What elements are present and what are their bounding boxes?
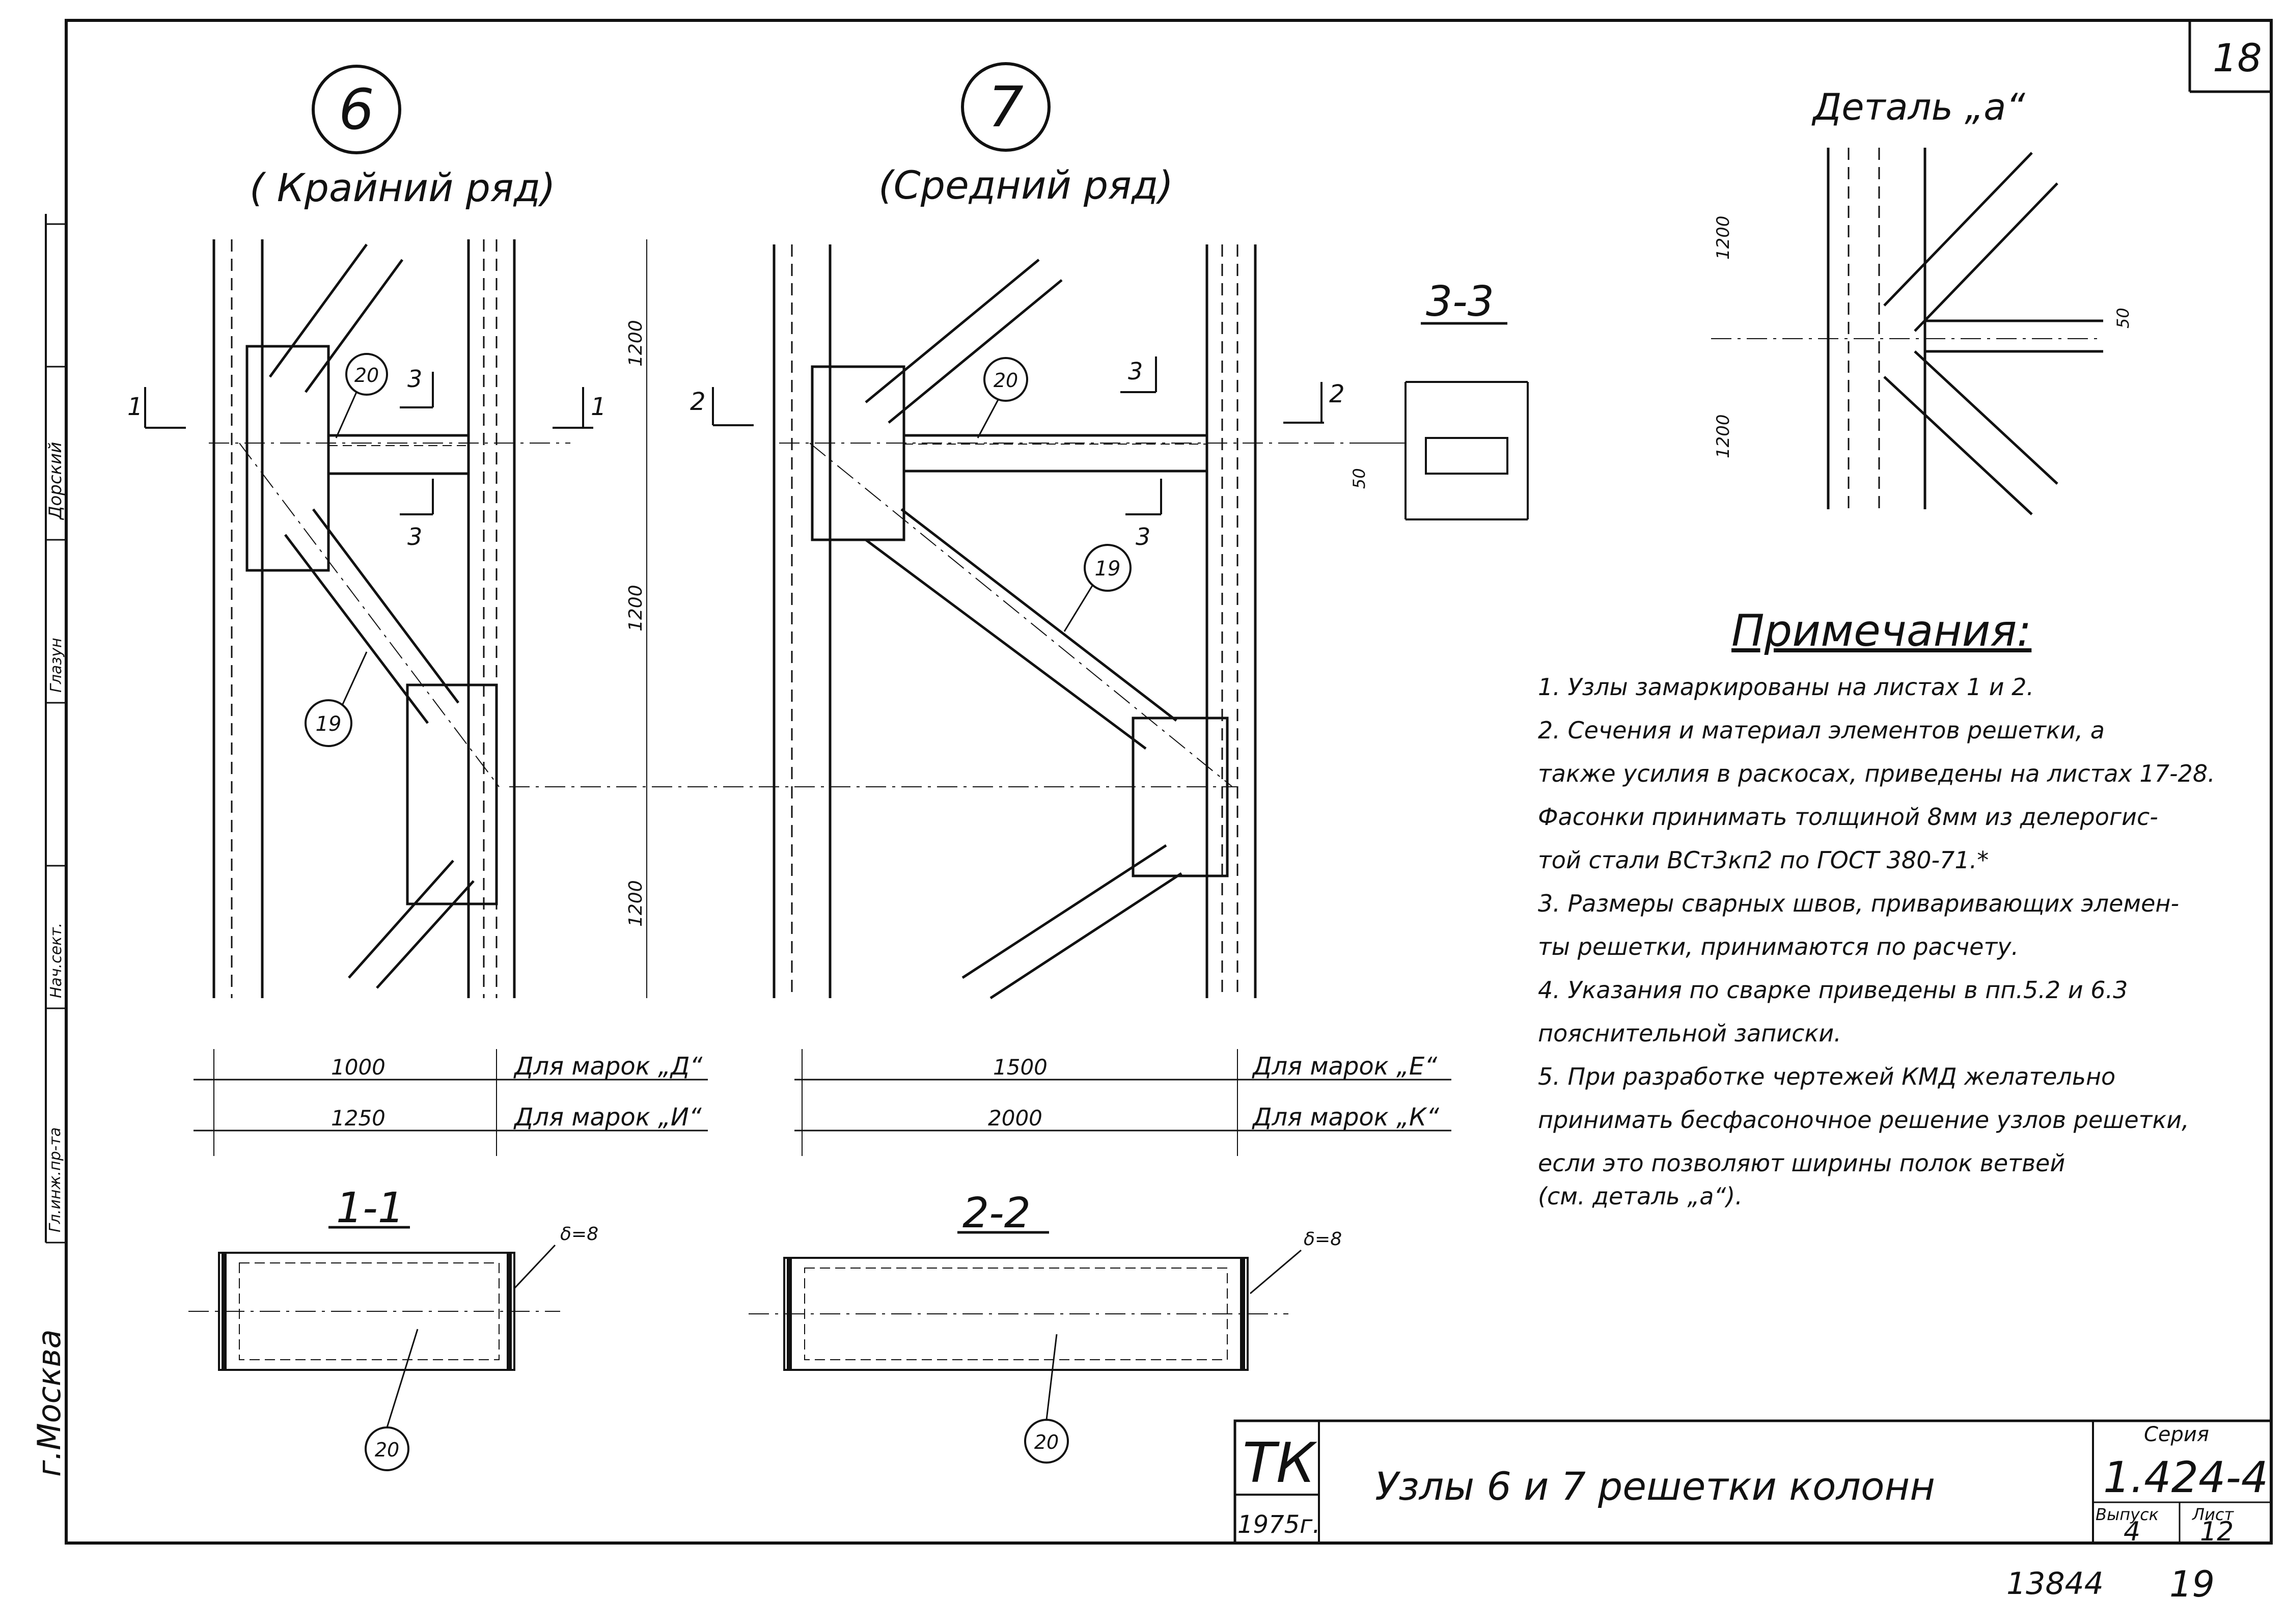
tb-sheet: 12 <box>2200 1517 2234 1547</box>
dim-label-marks-I: Для марок „И“ <box>513 1103 702 1132</box>
gusset-plate-lower <box>406 683 498 905</box>
detail-a: Деталь „а“ 1200 1200 50 <box>1711 86 2133 515</box>
tb-title: Узлы 6 и 7 решетки колонн <box>1375 1464 1935 1509</box>
note-line-3: также усилия в раскосах, приведены на ли… <box>1538 760 2215 787</box>
note-line-9: пояснительной записки. <box>1538 1020 1841 1047</box>
node-7-number: 7 <box>988 74 1024 140</box>
cut-3-top-7: 3 <box>1128 357 1143 385</box>
tb-issue-label: Выпуск <box>2096 1505 2159 1524</box>
dim-label-marks-K: Для марок „К“ <box>1252 1103 1440 1132</box>
section-3-3: 3-3 50 <box>1349 278 1529 520</box>
cut-3-bottom-7: 3 <box>1136 523 1150 550</box>
tb-sheet-label: Лист <box>2192 1505 2234 1524</box>
stamp-text-2: Глазун <box>47 638 65 693</box>
bottom-number-1: 13844 <box>2006 1566 2104 1602</box>
gusset-plate-upper <box>245 345 330 572</box>
section-2-2-callout: 20 <box>1034 1431 1059 1453</box>
section-3-3-dim: 50 <box>1349 468 1369 489</box>
dim-label-marks-D: Для марок „Д“ <box>513 1052 703 1081</box>
note-line-13: (см. деталь „а“). <box>1538 1182 1743 1210</box>
dim-value-1500: 1500 <box>993 1055 1048 1080</box>
node-6-caption: ( Крайний ряд) <box>250 165 556 210</box>
note-line-1: 1. Узлы замаркированы на листах 1 и 2. <box>1538 673 2034 701</box>
node-7: 7 (Средний ряд) 20 19 <box>509 62 1375 1000</box>
detail-dim-1: 1200 <box>1713 215 1733 260</box>
sheet-frame <box>65 19 2273 1545</box>
gusset-plate-upper-7 <box>811 365 905 541</box>
tb-org: ТК <box>1243 1432 1317 1495</box>
stamp-text-4: Гл.инж.пр-та <box>46 1127 64 1232</box>
node-6-number: 6 <box>339 77 374 142</box>
tb-issue: 4 <box>2124 1517 2140 1547</box>
gusset-plate-lower-7 <box>1132 717 1229 877</box>
cut-3-top: 3 <box>407 365 422 393</box>
detail-dim-3: 50 <box>2113 308 2133 328</box>
title-block: ТК 1975г. Узлы 6 и 7 решетки колонн Сери… <box>1233 1419 2273 1547</box>
callout-20-node6: 20 <box>354 364 379 387</box>
section-1-1-title: 1-1 <box>336 1184 404 1232</box>
callout-19-node7: 19 <box>1095 557 1121 581</box>
callout-19-node6: 19 <box>316 712 342 736</box>
note-line-8: 4. Указания по сварке приведены в пп.5.2… <box>1538 976 2128 1004</box>
section-2-2-delta: δ=8 <box>1304 1229 1342 1250</box>
bottom-number-2: 19 <box>2169 1563 2215 1605</box>
section-2-2-title: 2-2 <box>962 1189 1031 1237</box>
note-line-4: Фасонки принимать толщиной 8мм из делеро… <box>1538 803 2158 831</box>
dim-value-1000: 1000 <box>331 1055 385 1080</box>
height-dim-3: 1200 <box>625 880 646 927</box>
stamp-text-1: Дорский <box>45 442 66 520</box>
section-1-1-delta: δ=8 <box>560 1224 598 1245</box>
node-6-marker <box>312 65 401 154</box>
note-line-2: 2. Сечения и материал элементов решетки,… <box>1538 717 2105 744</box>
note-line-7: ты решетки, принимаются по расчету. <box>1538 933 2019 960</box>
sheet-corner-number: 18 <box>2213 35 2262 80</box>
cut-1-left: 1 <box>127 393 143 421</box>
dim-value-2000: 2000 <box>988 1106 1042 1131</box>
detail-dim-2: 1200 <box>1713 414 1733 458</box>
section-2-2: 2-2 δ=8 20 <box>749 1189 1342 1464</box>
section-1-1-callout: 20 <box>375 1439 399 1461</box>
height-dim-1: 1200 <box>625 320 646 367</box>
dim-value-1250: 1250 <box>331 1106 385 1131</box>
section-3-3-title: 3-3 <box>1426 278 1494 326</box>
node-6: 6 ( Крайний ряд) 20 19 <box>127 65 647 998</box>
cut-3-bottom: 3 <box>407 523 422 550</box>
cut-2-left: 2 <box>690 388 706 416</box>
cut-2-right: 2 <box>1329 380 1345 408</box>
detail-a-title: Деталь „а“ <box>1811 86 2025 128</box>
side-stamp: Дорский Глазун Нач.сект. Гл.инж.пр-та г.… <box>31 214 68 1477</box>
notes-title: Примечания: <box>1731 605 2032 656</box>
callout-20-node7: 20 <box>994 369 1018 392</box>
sheet-corner: 18 <box>2188 20 2271 93</box>
note-line-12: если это позволяют ширины полок ветвей <box>1538 1149 2065 1177</box>
height-dim-2: 1200 <box>625 585 646 631</box>
tb-year: 1975г. <box>1237 1510 1320 1539</box>
note-line-11: принимать бесфасоночное решение узлов ре… <box>1538 1106 2189 1134</box>
tb-series-label: Серия <box>2144 1423 2209 1446</box>
tb-series: 1.424-4 <box>2103 1452 2268 1502</box>
node-7-caption: (Средний ряд) <box>878 162 1173 208</box>
cut-1-right: 1 <box>591 393 607 421</box>
section-1-1: 1-1 δ=8 20 <box>188 1184 598 1471</box>
dims-table: 1000 Для марок „Д“ 1250 Для марок „И“ 15… <box>194 1049 1451 1156</box>
city-label: г.Москва <box>31 1329 68 1477</box>
stamp-text-3: Нач.сект. <box>47 923 65 998</box>
node-7-marker <box>961 62 1051 152</box>
note-line-5: той стали ВСт3кп2 по ГОСТ 380-71.* <box>1538 846 1989 874</box>
note-line-10: 5. При разработке чертежей КМД желательн… <box>1538 1063 2116 1090</box>
dim-label-marks-E: Для марок „Е“ <box>1252 1052 1438 1081</box>
note-line-6: 3. Размеры сварных швов, приваривающих э… <box>1538 890 2180 917</box>
